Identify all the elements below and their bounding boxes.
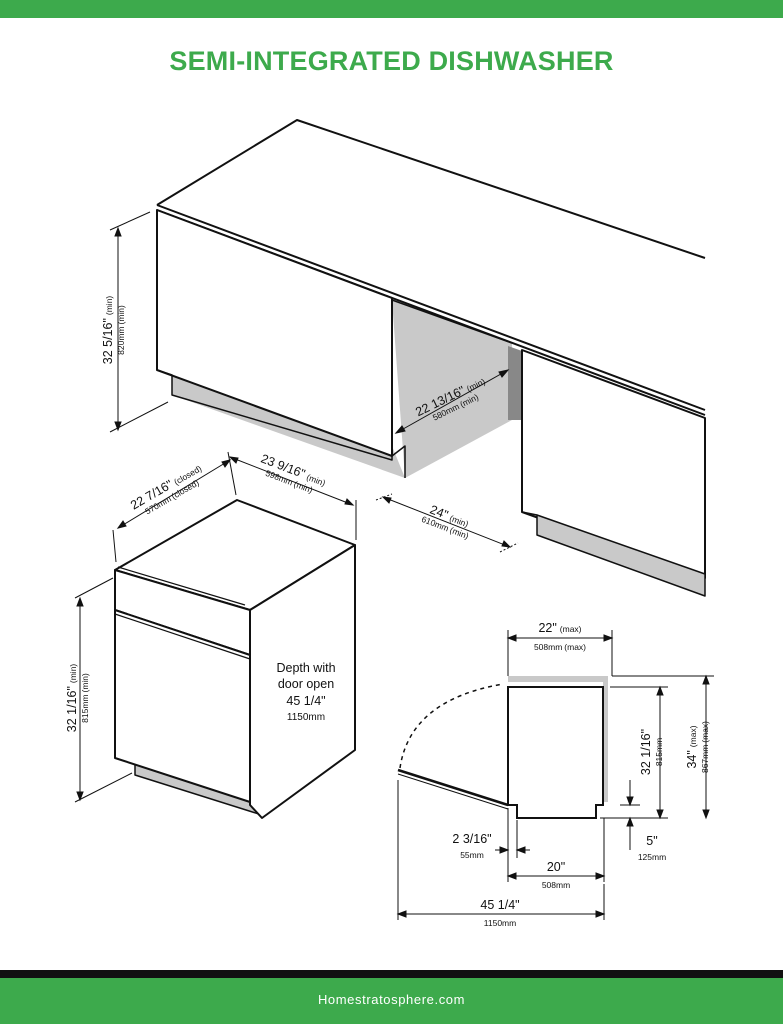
side-toe-kick-label: 2 3/16" 55mm (452, 832, 491, 860)
cavity-depth-dimension (394, 369, 510, 434)
cavity-width-dimension (375, 493, 519, 553)
svg-text:815mm: 815mm (654, 738, 664, 766)
cabinet-height-dimension (109, 211, 169, 433)
svg-text:1150mm: 1150mm (484, 918, 516, 928)
side-view-illustration (397, 676, 608, 819)
cabinet-height-label: 32 5/16"(min) 820mm(min) (101, 296, 126, 365)
side-toe-kick-dimension (495, 808, 530, 858)
svg-text:32 1/16": 32 1/16" (639, 729, 653, 775)
svg-text:508mm: 508mm (542, 880, 570, 890)
svg-text:45 1/4": 45 1/4" (286, 694, 325, 708)
appliance-height-label: 32 1/16"(min) 815mm(min) (65, 664, 90, 733)
appliance-depth-dimension (112, 459, 232, 563)
side-body-height-dimension (600, 685, 668, 820)
footer-stripe (0, 970, 783, 978)
cavity-width-label: 24"(min) 610mm(min) (420, 502, 470, 541)
cabinet-illustration (156, 119, 706, 597)
appliance-depth-label: 22 7/16"(closed) 570mm(closed) (128, 463, 203, 516)
side-top-depth-dimension (506, 630, 614, 676)
svg-text:door open: door open (278, 677, 334, 691)
side-open-depth-label: 45 1/4" 1150mm (480, 898, 519, 928)
svg-text:Depth with: Depth with (276, 661, 335, 675)
side-base-depth-dimension (506, 818, 606, 882)
svg-text:1150mm: 1150mm (287, 712, 325, 723)
appliance-width-dimension (227, 451, 357, 540)
side-leg-height-label: 5" 125mm (638, 834, 666, 862)
top-accent-bar (0, 0, 783, 18)
svg-text:508mm(max): 508mm(max) (534, 642, 586, 652)
svg-text:32 5/16"(min): 32 5/16"(min) (101, 296, 115, 365)
footer-website-link[interactable]: Homestratosphere.com (317, 992, 466, 1007)
svg-text:45 1/4": 45 1/4" (480, 898, 519, 912)
svg-text:867mm(max): 867mm(max) (700, 721, 710, 773)
side-total-height-label: 34"(max) 867mm(max) (685, 721, 710, 773)
svg-text:2 3/16": 2 3/16" (452, 832, 491, 846)
appliance-height-dimension (74, 577, 133, 803)
svg-text:5": 5" (646, 834, 657, 848)
door-open-depth-label: Depth with door open 45 1/4" 1150mm (276, 661, 335, 723)
svg-text:20": 20" (547, 860, 565, 874)
svg-text:32 1/16"(min): 32 1/16"(min) (65, 664, 79, 733)
page-title: SEMI-INTEGRATED DISHWASHER (169, 46, 614, 76)
svg-text:22"(max): 22"(max) (538, 621, 581, 635)
footer-bar (0, 970, 783, 1024)
dishwasher-illustration (114, 499, 356, 819)
svg-text:820mm(min): 820mm(min) (116, 305, 126, 355)
side-total-height-dimension (612, 674, 714, 820)
side-top-depth-label: 22"(max) 508mm(max) (534, 621, 586, 652)
svg-text:815mm(min): 815mm(min) (80, 673, 90, 723)
side-base-depth-label: 20" 508mm (542, 860, 570, 890)
svg-text:55mm: 55mm (460, 850, 484, 860)
svg-text:125mm: 125mm (638, 852, 666, 862)
side-body-height-label: 32 1/16" 815mm (639, 729, 664, 775)
side-leg-height-dimension (620, 780, 640, 850)
svg-text:34"(max): 34"(max) (685, 725, 699, 768)
side-open-depth-dimension (396, 780, 606, 920)
